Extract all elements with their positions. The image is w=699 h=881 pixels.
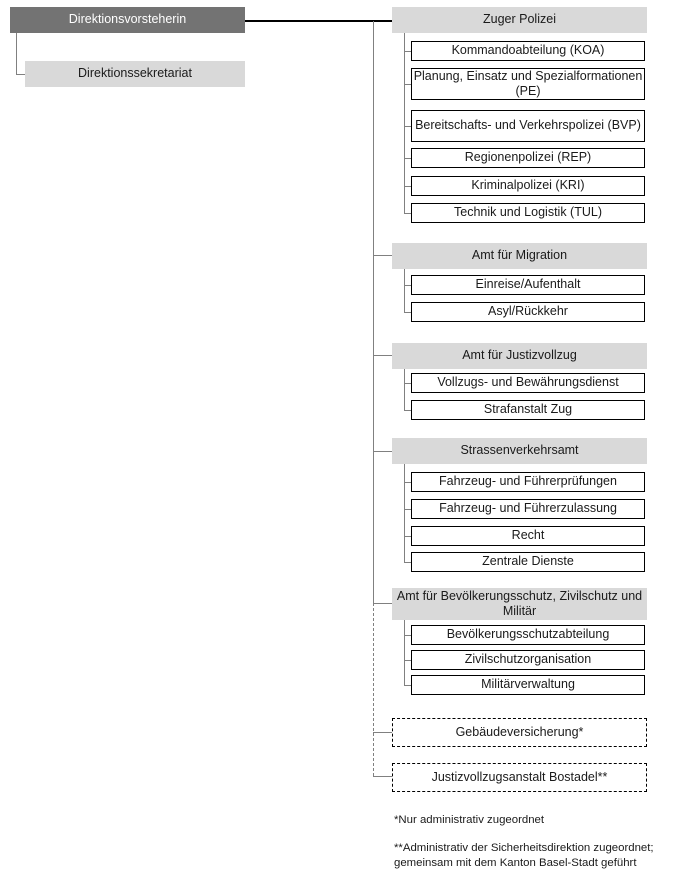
connector-subtrunk-strassenverkehrsamt <box>404 464 405 562</box>
connector-stub <box>404 383 411 384</box>
box-bereitschafts-verkehrspolizei: Bereitschafts- und Verkehrspolizei (BVP) <box>411 110 645 142</box>
connector-stub <box>404 410 411 411</box>
connector-stub-bostadel <box>373 776 392 777</box>
box-einreise-aufenthalt: Einreise/Aufenthalt <box>411 275 645 295</box>
connector-stub-justizvollzug <box>373 355 392 356</box>
connector-main-trunk <box>373 21 374 603</box>
box-justizvollzugsanstalt-bostadel: Justizvollzugsanstalt Bostadel** <box>392 763 647 792</box>
connector-stub <box>404 312 411 313</box>
footnote-2: **Administrativ der Sicherheitsdirektion… <box>394 841 698 871</box>
box-fahrzeug-fuehrerzulassung: Fahrzeug- und Führerzulassung <box>411 499 645 519</box>
connector-stub <box>404 660 411 661</box>
connector-stub <box>404 482 411 483</box>
connector-main-trunk-dashed <box>373 603 374 776</box>
box-fahrzeug-fuehrerpruefungen: Fahrzeug- und Führerprüfungen <box>411 472 645 492</box>
box-militaerverwaltung: Militärverwaltung <box>411 675 645 695</box>
connector-stub <box>404 158 411 159</box>
connector-subtrunk-bevoelkerungsschutz <box>404 620 405 685</box>
box-bevoelkerungsschutzabteilung: Bevölkerungsschutzabteilung <box>411 625 645 645</box>
section-header-zuger-polizei: Zuger Polizei <box>392 7 647 33</box>
box-direktionsvorsteherin: Direktionsvorsteherin <box>10 7 245 33</box>
connector-stub <box>404 285 411 286</box>
box-zivilschutzorganisation: Zivilschutzorganisation <box>411 650 645 670</box>
connector-subtrunk-justizvollzug <box>404 369 405 410</box>
connector-stub <box>404 635 411 636</box>
footnote-2-line-2: gemeinsam mit dem Kanton Basel-Stadt gef… <box>394 857 637 869</box>
connector-stub <box>404 509 411 510</box>
box-recht: Recht <box>411 526 645 546</box>
connector-root-to-sections <box>245 20 392 22</box>
box-regionenpolizei: Regionenpolizei (REP) <box>411 148 645 168</box>
connector-subtrunk-migration <box>404 269 405 312</box>
connector-stub <box>404 51 411 52</box>
box-kriminalpolizei: Kriminalpolizei (KRI) <box>411 176 645 196</box>
connector-stub <box>404 685 411 686</box>
box-planung-einsatz-spezialformationen: Planung, Einsatz und Spezialformationen … <box>411 68 645 100</box>
connector-stub-bevoelkerungsschutz <box>373 603 392 604</box>
connector-subtrunk-zuger-polizei <box>404 33 405 213</box>
connector-stub-gebaeudeversicherung <box>373 732 392 733</box>
connector-stub <box>404 84 411 85</box>
connector-stub <box>404 562 411 563</box>
section-header-strassenverkehrsamt: Strassenverkehrsamt <box>392 438 647 464</box>
connector-stub <box>404 213 411 214</box>
connector-stub-strassenverkehrsamt <box>373 451 392 452</box>
box-zentrale-dienste: Zentrale Dienste <box>411 552 645 572</box>
box-direktionssekretariat: Direktionssekretariat <box>25 61 245 87</box>
box-strafanstalt-zug: Strafanstalt Zug <box>411 400 645 420</box>
box-vollzugs-bewaehrungsdienst: Vollzugs- und Bewährungsdienst <box>411 373 645 393</box>
box-technik-logistik: Technik und Logistik (TUL) <box>411 203 645 223</box>
section-header-amt-fuer-migration: Amt für Migration <box>392 243 647 269</box>
section-header-amt-fuer-justizvollzug: Amt für Justizvollzug <box>392 343 647 369</box>
footnote-1: *Nur administrativ zugeordnet <box>394 814 545 826</box>
connector-stub <box>404 126 411 127</box>
box-gebaeudeversicherung: Gebäudeversicherung* <box>392 718 647 747</box>
section-header-bevoelkerungsschutz-zivilschutz-militaer: Amt für Bevölkerungsschutz, Zivilschutz … <box>392 588 647 620</box>
box-asyl-rueckkehr: Asyl/Rückkehr <box>411 302 645 322</box>
footnote-2-line-1: **Administrativ der Sicherheitsdirektion… <box>394 842 654 854</box>
box-kommandoabteilung: Kommandoabteilung (KOA) <box>411 41 645 61</box>
connector-stub <box>404 536 411 537</box>
connector-root-secretariat-h <box>16 74 25 75</box>
connector-root-secretariat-v <box>16 33 17 74</box>
connector-stub <box>404 186 411 187</box>
connector-stub-migration <box>373 255 392 256</box>
